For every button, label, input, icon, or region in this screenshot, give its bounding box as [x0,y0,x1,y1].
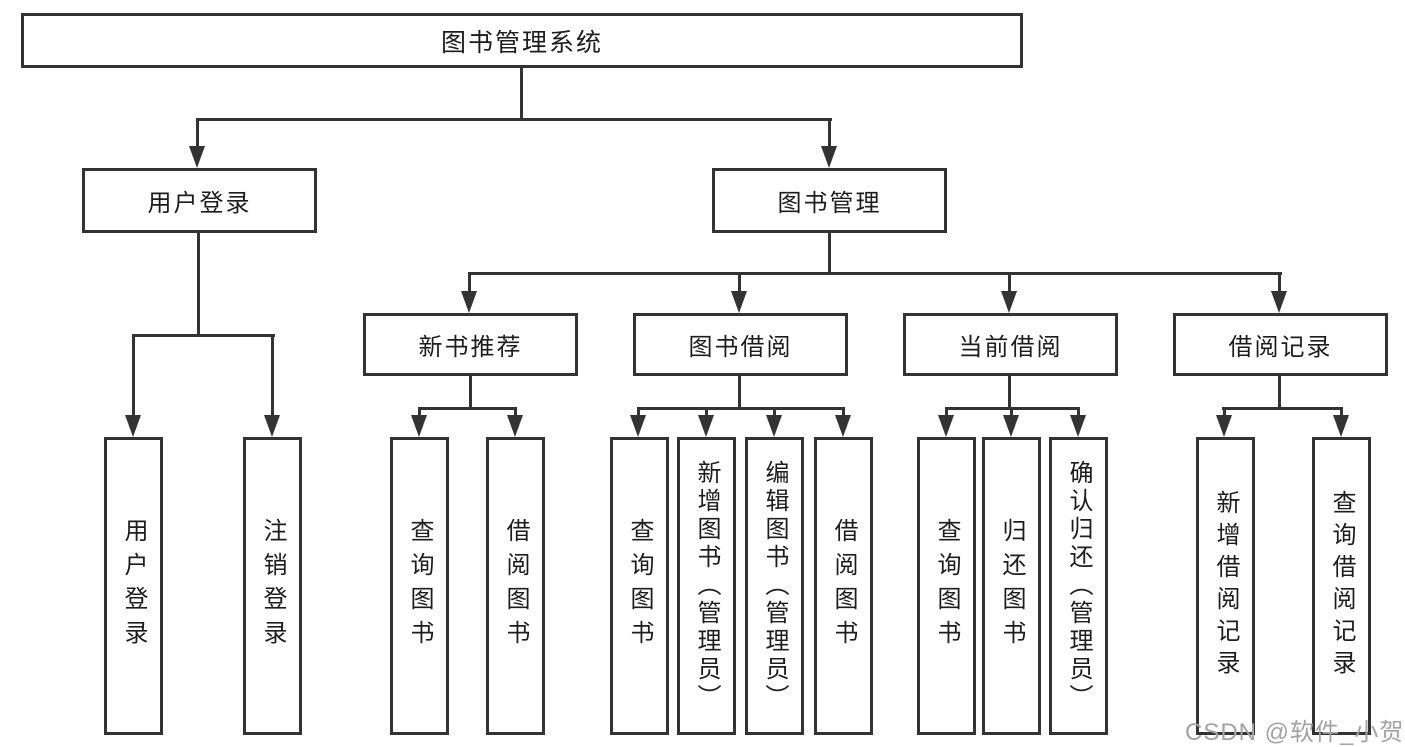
node-label: 借阅记录 [1228,334,1333,361]
connector-to-borrow-records [1278,272,1281,294]
arrowhead-icon [1333,415,1349,437]
connector-leaf [1077,407,1080,419]
connector-new-book-stem [469,374,472,409]
leaf-logout: 注销登录 [243,437,302,735]
arrowhead-icon [938,415,954,437]
arrowhead-icon [507,415,523,437]
arrowhead-icon [125,415,141,437]
csdn-watermark: CSDN @软件_小贺同学 [1185,719,1405,746]
connector-book-borrow-rail [637,407,845,410]
connector-to-book-borrow [738,272,741,294]
leaf-label: 编辑图书（管理员） [761,460,788,712]
leaf-label: 查询图书 [626,518,653,654]
connector-leaf [1340,407,1343,419]
connector-leaf [705,407,708,419]
leaf-label: 新增借阅记录 [1212,490,1239,682]
node-book-management: 图书管理 [712,168,947,233]
connector-new-book-rail [418,407,517,410]
connector-to-leaf-user-login [132,334,135,418]
node-current-borrow: 当前借阅 [903,313,1118,376]
arrowhead-icon [630,415,646,437]
arrowhead-icon [1003,415,1019,437]
node-borrow-records: 借阅记录 [1173,313,1388,376]
leaf-label: 新增图书（管理员） [693,460,720,712]
leaf-confirm-return-admin: 确认归还（管理员） [1049,437,1108,735]
connector-root-stem [520,66,523,120]
leaf-label: 用户登录 [120,518,147,654]
leaf-label: 查询图书 [933,518,960,654]
connector-leaf [637,407,640,419]
connector-current-borrow-stem [1008,374,1011,409]
connector-borrow-records-rail [1222,407,1343,410]
arrowhead-icon [835,415,851,437]
leaf-query-books-borrow: 查询图书 [610,437,669,735]
connector-to-new-book [468,272,471,294]
arrowhead-icon [411,415,427,437]
leaf-return-books: 归还图书 [982,437,1041,735]
leaf-query-books-recommend: 查询图书 [390,437,449,735]
node-label: 新书推荐 [418,334,523,361]
connector-root-rail [197,118,832,121]
arrowhead-icon [461,291,477,313]
connector-leaf [945,407,948,419]
connector-book-mgmt-rail [469,272,1282,275]
arrowhead-icon [766,415,782,437]
node-user-login: 用户登录 [82,168,317,233]
connector-user-login-stem [197,231,200,336]
node-label: 用户登录 [147,190,252,217]
connector-leaf [1010,407,1013,419]
connector-book-mgmt-stem [828,231,831,275]
leaf-label: 查询借阅记录 [1328,490,1355,682]
arrowhead-icon [821,146,837,168]
arrowhead-icon [1001,291,1017,313]
node-library-management-system: 图书管理系统 [21,13,1023,68]
node-label: 图书管理系统 [440,28,603,57]
arrowhead-icon [1216,415,1232,437]
arrowhead-icon [1070,415,1086,437]
connector-leaf [418,407,421,419]
connector-book-borrow-stem [738,374,741,409]
leaf-add-books-admin: 新增图书（管理员） [677,437,736,735]
node-label: 当前借阅 [958,334,1063,361]
leaf-user-login: 用户登录 [104,437,163,735]
node-label: 图书管理 [777,190,882,217]
leaf-borrow-books: 借阅图书 [814,437,873,735]
leaf-label: 借阅图书 [830,518,857,654]
leaf-add-borrow-record: 新增借阅记录 [1196,437,1255,735]
connector-leaf [842,407,845,419]
leaf-label: 查询图书 [406,518,433,654]
connector-to-user-login [196,118,199,150]
leaf-label: 归还图书 [998,518,1025,654]
leaf-query-books-current: 查询图书 [917,437,976,735]
node-label: 图书借阅 [688,334,793,361]
leaf-edit-books-admin: 编辑图书（管理员） [745,437,804,735]
connector-borrow-records-stem [1278,374,1281,409]
connector-user-login-rail [132,334,275,337]
node-new-book-recommend: 新书推荐 [363,313,578,376]
leaf-query-borrow-record: 查询借阅记录 [1312,437,1371,735]
connector-to-current-borrow [1008,272,1011,294]
leaf-borrow-books-recommend: 借阅图书 [486,437,545,735]
connector-to-leaf-logout [271,334,274,418]
leaf-label: 借阅图书 [502,518,529,654]
connector-to-book-management [828,118,831,150]
arrowhead-icon [731,291,747,313]
arrowhead-icon [189,146,205,168]
arrowhead-icon [1271,291,1287,313]
node-book-borrow: 图书借阅 [633,313,848,376]
connector-leaf [514,407,517,419]
leaf-label: 注销登录 [259,518,286,654]
connector-leaf [1223,407,1226,419]
arrowhead-icon [698,415,714,437]
connector-leaf [773,407,776,419]
arrowhead-icon [264,415,280,437]
leaf-label: 确认归还（管理员） [1065,460,1092,712]
